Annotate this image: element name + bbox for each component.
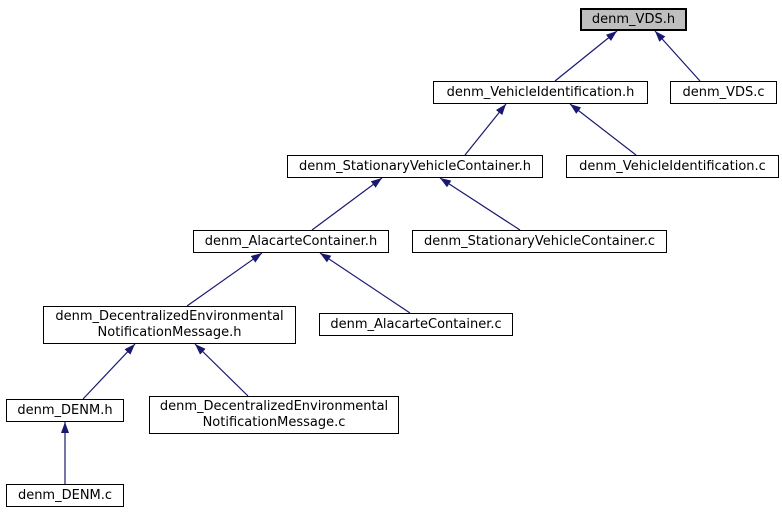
include-edge-denm-vds-c-to-denm-vds-h [654,30,701,82]
graph-node-label: NotificationMessage.c [202,415,346,430]
graph-node-label: denm_DecentralizedEnvironmental [55,309,284,324]
graph-node-label: denm_VDS.h [591,11,676,27]
include-edge-denm-decentralizedenvironmentalnotificationmessage-h-to-denm-alacartecontainer-h [186,252,263,307]
graph-node-label: denm_VehicleIdentification.h [446,84,635,100]
graph-node-label: denm_StationaryVehicleContainer.c [424,233,655,249]
graph-node-label: denm_VehicleIdentification.c [579,158,766,174]
include-edge-denm-denm-h-to-denm-decentralizedenvironmentalnotificationmessage-h [82,343,136,400]
graph-node-label: denm_DENM.h [17,402,113,418]
include-edge-denm-vehicleidentification-h-to-denm-vds-h [554,30,618,82]
include-edge-denm-vehicleidentification-c-to-denm-vehicleidentification-h [569,103,637,156]
graph-node-denm-stationaryvehiclecontainer-c[interactable]: denm_StationaryVehicleContainer.c [412,230,667,253]
graph-node-denm-alacartecontainer-h[interactable]: denm_AlacarteContainer.h [193,230,389,253]
include-edge-denm-stationaryvehiclecontainer-c-to-denm-stationaryvehiclecontainer-h [439,177,521,231]
graph-node-denm-vds-c[interactable]: denm_VDS.c [670,81,777,104]
graph-node-denm-alacartecontainer-c[interactable]: denm_AlacarteContainer.c [319,313,513,336]
include-edge-denm-decentralizedenvironmentalnotificationmessage-c-to-denm-decentralizedenvironmentalnotificationmessage-h [194,343,249,397]
graph-node-denm-denm-h[interactable]: denm_DENM.h [6,399,124,422]
graph-node-label: denm_DecentralizedEnvironmental [159,399,389,414]
graph-node-label: denm_StationaryVehicleContainer.h [298,158,532,174]
include-edge-denm-alacartecontainer-h-to-denm-stationaryvehiclecontainer-h [311,177,383,231]
include-edge-denm-alacartecontainer-c-to-denm-alacartecontainer-h [319,252,411,314]
graph-node-label: denm_DENM.c [17,487,113,503]
graph-node-denm-vds-h: denm_VDS.h [580,8,687,31]
graph-node-denm-stationaryvehiclecontainer-h[interactable]: denm_StationaryVehicleContainer.h [287,155,543,178]
graph-node-denm-denm-c[interactable]: denm_DENM.c [6,484,124,507]
graph-node-denm-vehicleidentification-c[interactable]: denm_VehicleIdentification.c [566,155,779,178]
graph-node-label: denm_AlacarteContainer.h [204,233,378,249]
graph-node-denm-vehicleidentification-h[interactable]: denm_VehicleIdentification.h [433,81,648,104]
graph-node-label: NotificationMessage.h [97,325,242,340]
graph-node-label: denm_AlacarteContainer.c [330,316,502,332]
include-edge-denm-stationaryvehiclecontainer-h-to-denm-vehicleidentification-h [464,103,507,156]
graph-node-label: denm_VDS.c [682,84,765,100]
